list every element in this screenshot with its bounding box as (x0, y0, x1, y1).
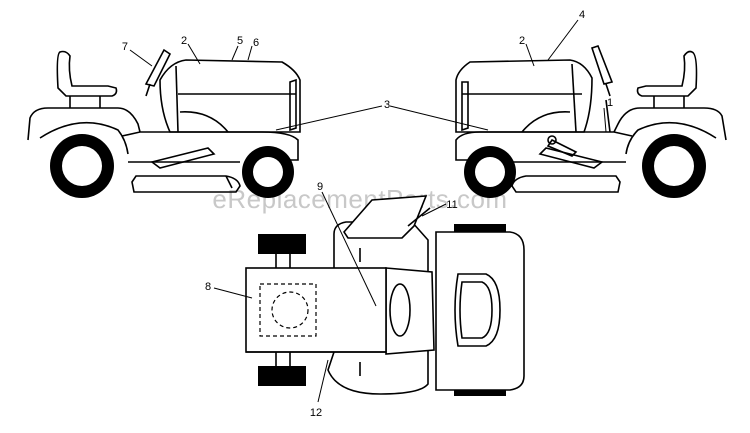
seat-top (454, 273, 501, 347)
rear-tire-bottom (454, 388, 506, 396)
callout-9: 9 (317, 181, 323, 193)
discharge-chute (342, 195, 428, 239)
rear-fender-left (27, 107, 141, 141)
tractor-right-side-view (455, 45, 727, 198)
tractor-left-side-view (27, 48, 301, 198)
steering-top (389, 283, 411, 337)
callout-1: 1 (607, 97, 613, 109)
front-wheel-right (464, 146, 516, 198)
callout-8: 8 (205, 281, 211, 293)
hood-left (159, 59, 301, 133)
decal-area-dashed (259, 283, 317, 337)
steering-wheel-left (144, 48, 172, 87)
rear-tire-top (454, 224, 506, 232)
leader-lines (129, 19, 607, 403)
callout-3: 3 (384, 99, 390, 111)
mower-deck-right (511, 175, 621, 193)
callout-6: 6 (253, 37, 259, 49)
lever-right (546, 138, 578, 157)
hood-right (455, 59, 593, 133)
callout-4: 4 (579, 9, 585, 21)
pedal-right (538, 147, 604, 169)
front-wheel-left (242, 146, 294, 198)
callout-5: 5 (237, 35, 243, 47)
rear-wheel-left (50, 134, 114, 198)
pedal-left (150, 147, 216, 169)
rear-fender-right (613, 107, 727, 141)
callout-2-right: 2 (519, 35, 525, 47)
seat-right (636, 50, 698, 97)
callout-labels: 7 2 5 6 3 4 2 1 9 11 8 12 (122, 9, 613, 419)
steering-wheel-right (590, 45, 614, 85)
callout-2-left: 2 (181, 35, 187, 47)
rear-wheel-right (642, 134, 706, 198)
callout-11: 11 (446, 199, 457, 211)
rear-body-top (435, 231, 525, 391)
tractor-top-view (245, 195, 525, 396)
front-tire-top (258, 234, 306, 254)
callout-7: 7 (122, 41, 128, 53)
seat-left (56, 50, 118, 97)
hood-top (245, 267, 387, 353)
callout-12: 12 (310, 407, 322, 419)
front-tire-bottom (258, 366, 306, 386)
